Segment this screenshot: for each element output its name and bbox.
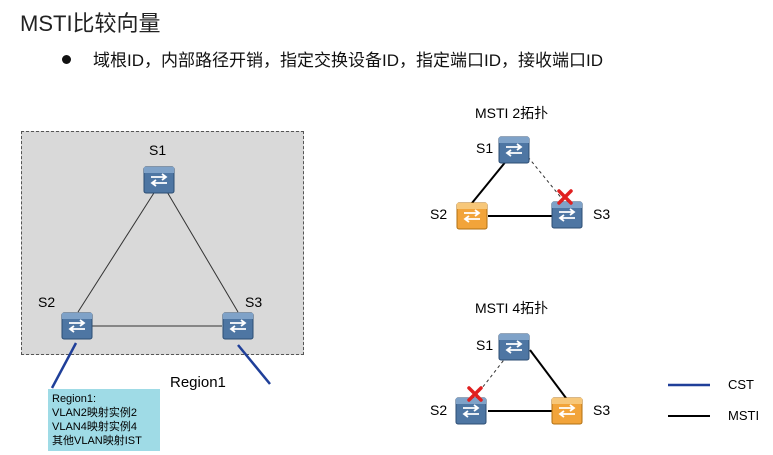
cst-link-s3 — [237, 344, 271, 385]
msti2-root-switch-icon-s2 — [456, 202, 488, 230]
msti2-label-s1: S1 — [476, 140, 494, 156]
left-label-s2: S2 — [38, 294, 56, 310]
msti2-label-s3: S3 — [593, 206, 611, 222]
msti4-root-switch-icon-s3 — [551, 397, 583, 425]
region-label: Region1 — [170, 374, 226, 391]
note-line: VLAN4映射实例4 — [52, 421, 137, 433]
msti2-link-s1-s3-blocked — [527, 156, 564, 201]
msti2-title: MSTI 2拓扑 — [475, 105, 549, 121]
cst-link-s2 — [50, 342, 78, 389]
msti4-switch-icon-s1 — [498, 333, 530, 361]
bullet-item: 域根ID，内部路径开销，指定交换设备ID，指定端口ID，接收端口ID — [62, 46, 603, 71]
link-s1-s2 — [77, 184, 160, 313]
msti4-label-s2: S2 — [430, 402, 448, 418]
bullet-dot-icon — [62, 55, 71, 65]
slide-title: MSTI比较向量 — [20, 11, 161, 36]
msti2-switch-icon-s1 — [498, 136, 530, 164]
note-line: VLAN2映射实例2 — [52, 407, 137, 419]
link-s1-s3 — [162, 184, 239, 313]
msti2-switch-icon-s3 — [551, 201, 583, 229]
switch-icon-s1 — [143, 166, 175, 194]
switch-icon-s2 — [61, 312, 93, 340]
legend-cst-label: CST — [728, 377, 754, 392]
region-note: Region1: VLAN2映射实例2 VLAN4映射实例4 其他VLAN映射I… — [48, 389, 160, 451]
legend-msti-label: MSTI — [728, 408, 760, 423]
msti2-label-s2: S2 — [430, 206, 448, 222]
left-label-s1: S1 — [149, 142, 167, 158]
msti4-link-s1-s3 — [529, 349, 567, 399]
msti2-link-s1-s2 — [471, 159, 508, 204]
msti4-label-s3: S3 — [593, 402, 611, 418]
bullet-text: 域根ID，内部路径开销，指定交换设备ID，指定端口ID，接收端口ID — [93, 51, 603, 70]
msti4-switch-icon-s2 — [455, 397, 487, 425]
msti4-title: MSTI 4拓扑 — [475, 300, 549, 316]
left-label-s3: S3 — [245, 294, 263, 310]
msti4-label-s1: S1 — [476, 337, 494, 353]
note-line: 其他VLAN映射IST — [52, 435, 142, 447]
note-line: Region1: — [52, 393, 97, 405]
msti2-blocked-icon — [557, 189, 573, 205]
switch-icon-s3 — [222, 312, 254, 340]
